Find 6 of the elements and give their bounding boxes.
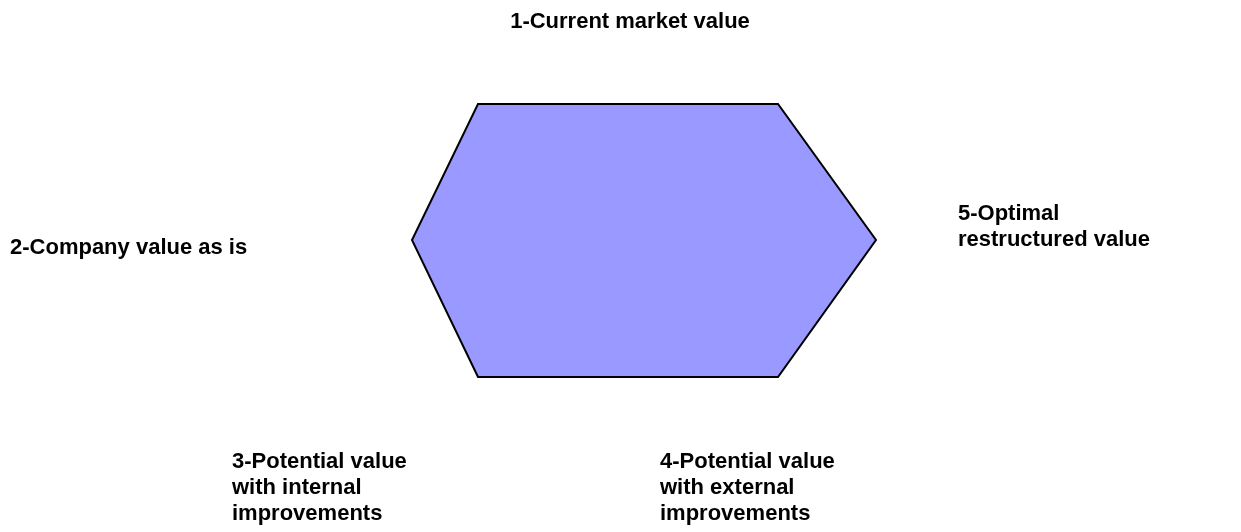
- value-label: 5-Optimal restructured value: [958, 200, 1151, 252]
- value-label: 4-Potential value with external improvements: [660, 448, 836, 526]
- value-label: 1-Current market value: [509, 8, 751, 34]
- value-label: 2-Company value as is: [10, 234, 249, 260]
- hexagon-shape: [410, 103, 878, 378]
- value-label: 3-Potential value with internal improvements: [232, 448, 408, 526]
